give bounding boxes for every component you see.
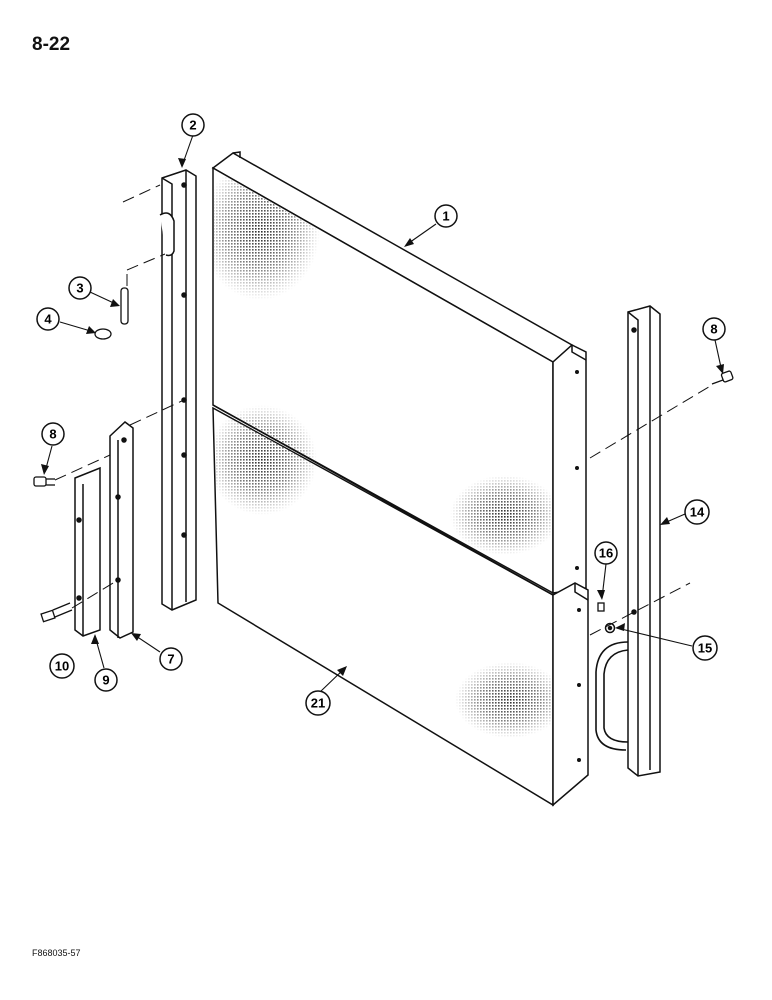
figure-code: F868035-57 xyxy=(32,948,81,958)
pin-part-3 xyxy=(120,287,129,325)
right-side-channel xyxy=(627,305,661,777)
callout-14: 14 xyxy=(684,499,710,525)
callout-8-left: 8 xyxy=(41,422,65,446)
svg-text:8: 8 xyxy=(710,322,717,337)
svg-text:14: 14 xyxy=(690,505,705,520)
callout-10: 10 xyxy=(49,653,75,679)
callout-1: 1 xyxy=(434,204,458,228)
handle xyxy=(595,641,629,751)
left-side-bracket xyxy=(159,169,197,611)
assembly-lines xyxy=(54,184,713,636)
callout-15: 15 xyxy=(692,635,718,661)
radiator-mesh xyxy=(214,170,552,804)
leader-arrowheads xyxy=(41,158,724,676)
svg-text:10: 10 xyxy=(55,659,69,674)
callout-7: 7 xyxy=(159,647,183,671)
bolt-part-8-right xyxy=(711,370,734,385)
callout-9: 9 xyxy=(94,668,118,692)
page-number: 8-22 xyxy=(32,34,71,55)
callout-2: 2 xyxy=(181,113,205,137)
callout-16: 16 xyxy=(594,541,618,565)
bracket-part-7 xyxy=(109,421,134,639)
clip-part-16 xyxy=(597,602,605,612)
svg-text:3: 3 xyxy=(76,281,83,296)
svg-text:7: 7 xyxy=(167,652,174,667)
svg-text:4: 4 xyxy=(44,312,52,327)
panel-holes xyxy=(575,370,581,762)
svg-text:8: 8 xyxy=(49,427,56,442)
strap-part-9 xyxy=(74,466,101,637)
bolt-part-10 xyxy=(40,602,73,623)
callout-3: 3 xyxy=(68,276,92,300)
svg-text:21: 21 xyxy=(311,696,325,711)
svg-text:15: 15 xyxy=(698,641,712,656)
svg-text:1: 1 xyxy=(442,209,449,224)
bolt-part-8-left xyxy=(33,476,55,487)
callout-21: 21 xyxy=(305,690,331,716)
cap-part-4 xyxy=(94,328,112,340)
callout-8-right: 8 xyxy=(702,317,726,341)
svg-text:16: 16 xyxy=(599,546,613,561)
svg-text:9: 9 xyxy=(102,673,109,688)
callouts: 1 2 3 4 8 8 14 16 15 10 9 7 21 xyxy=(36,113,726,716)
callout-4: 4 xyxy=(36,307,60,331)
svg-text:2: 2 xyxy=(189,118,196,133)
